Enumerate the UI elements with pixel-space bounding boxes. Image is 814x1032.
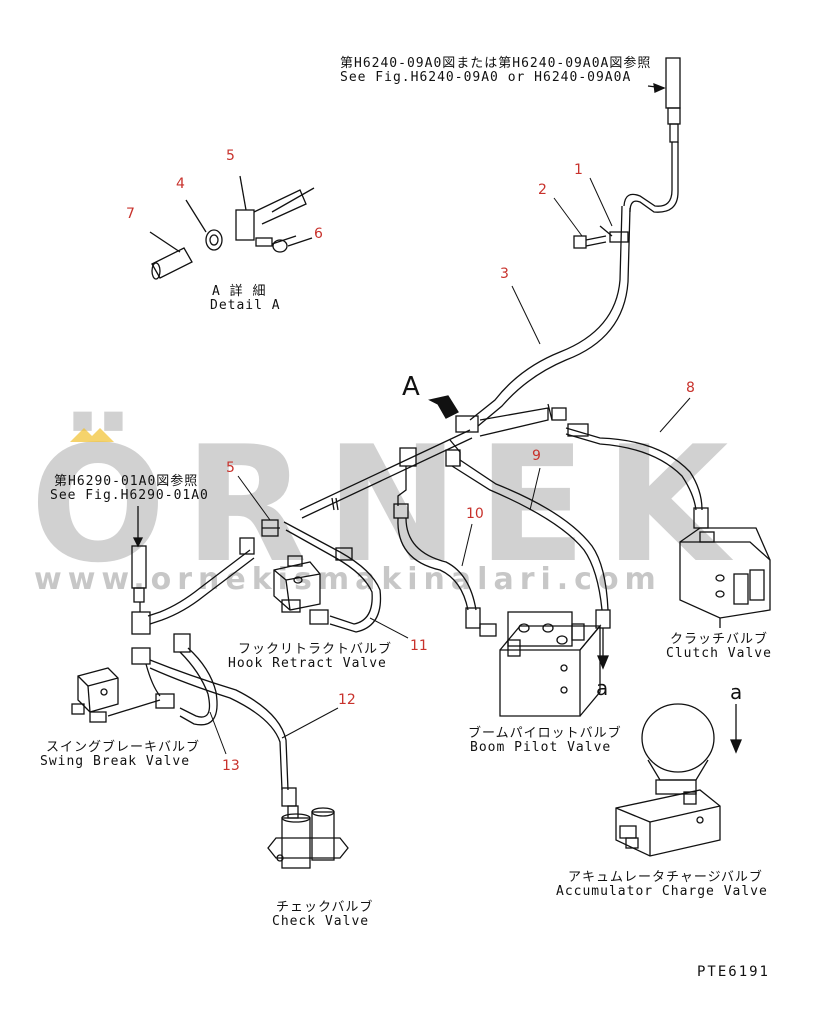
clutch-valve-body [679,527,771,628]
clamp-bolt-2 [573,235,607,249]
callout-12: 12 [338,692,356,708]
pipe-12 [149,659,297,807]
accumulator-charge-valve-label-jp: アキュムレータチャージバルブ [568,870,763,885]
pipe-9 [445,449,611,670]
hook-retract-valve-body [273,555,321,613]
left-reference-pipe [131,506,255,635]
swing-brake-valve-body [71,667,161,723]
reference-left-en: See Fig.H6290-01A0 [50,488,209,503]
boom-pilot-valve-body [499,611,602,717]
reference-top-jp: 第H6240-09A0図または第H6240-09A0A図参照 [340,56,652,71]
check-valve-label-jp: チェックバルブ [276,900,374,915]
callout-6: 6 [314,226,323,242]
boom-pilot-valve-label-en: Boom Pilot Valve [470,740,612,755]
pipe-8 [551,407,709,529]
reference-left-jp: 第H6290-01A0図参照 [54,474,199,489]
swing-brake-valve-label-en: Swing Break Valve [40,754,191,769]
detail-caption-en: Detail A [210,298,281,313]
detail-a-pointer [428,395,459,419]
detail-caption-jp: A 詳 細 [212,284,267,299]
callout-2: 2 [538,182,547,198]
drawing-code: PTE6191 [696,964,770,980]
check-valve-label-en: Check Valve [272,914,370,929]
callout-1: 1 [574,162,583,178]
detail-a-parts [149,175,315,280]
boom-pilot-valve-label-jp: ブームパイロットバルブ [468,726,622,741]
callout-4: 4 [176,176,185,192]
accumulator-charge-valve-body [615,703,742,857]
callout-7: 7 [126,206,135,222]
watermark-accent [70,428,114,442]
flow-marker-boom: a [596,676,609,700]
clutch-valve-label-en: Clutch Valve [666,646,772,661]
main-manifold-pipe [261,403,553,537]
clutch-valve-label-jp: クラッチバルブ [670,632,769,647]
callout-13: 13 [222,758,240,774]
callout-9: 9 [532,448,541,464]
pipe-11 [262,521,382,633]
hook-retract-valve-label-jp: フックリトラクトバルブ [238,642,393,657]
callout-5-detail: 5 [226,148,235,164]
pipe-10 [393,503,497,637]
pipe-13 [131,633,218,726]
detail-view-letter: A [402,372,420,402]
hook-retract-valve-label-en: Hook Retract Valve [228,656,387,671]
flow-marker-accumulator: a [730,680,743,704]
swing-brake-valve-label-jp: スイングブレーキバルブ [46,740,201,755]
check-valve-body [267,805,349,869]
callout-8: 8 [686,380,695,396]
reference-top-en: See Fig.H6240-09A0 or H6240-09A0A [340,70,632,85]
callout-5-main: 5 [226,460,235,476]
callout-leaders [209,177,691,755]
callout-10: 10 [466,506,484,522]
callout-11: 11 [410,638,428,654]
watermark-url: www.ornekismakinalari.com [34,562,662,597]
pipe-3 [469,205,631,427]
accumulator-charge-valve-label-en: Accumulator Charge Valve [556,884,768,899]
top-reference-pipe [623,57,681,213]
callout-3: 3 [500,266,509,282]
